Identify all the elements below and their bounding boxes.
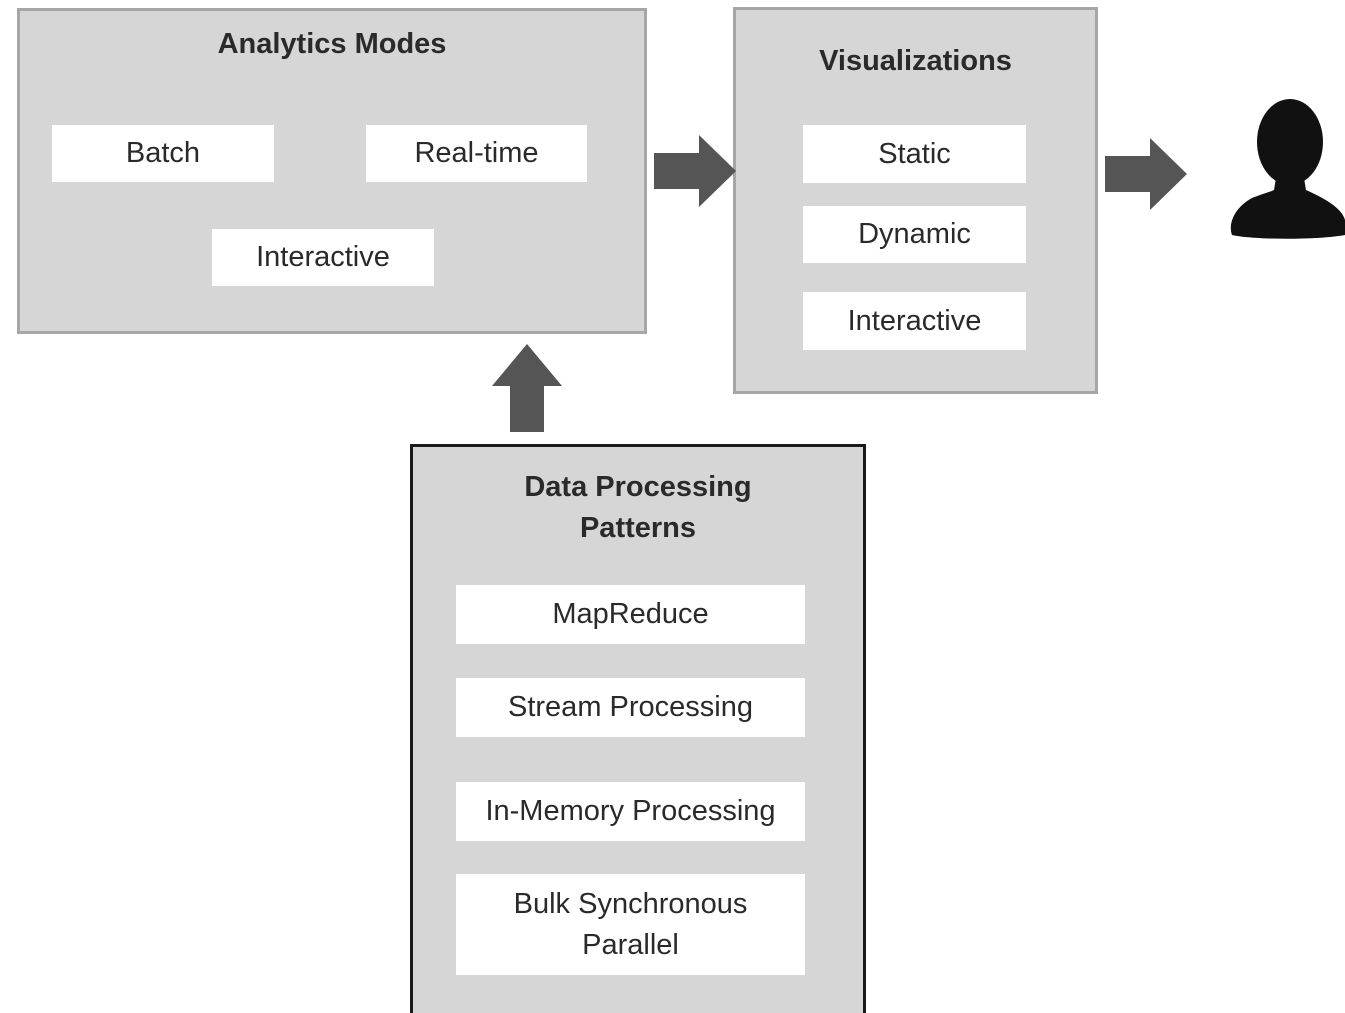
user-silhouette-icon — [1230, 99, 1345, 239]
arrow-right-shape — [654, 135, 736, 207]
pattern-stream-processing: Stream Processing — [456, 678, 805, 737]
mode-real-time: Real-time — [366, 125, 587, 182]
analytics-modes-panel: Analytics Modes Batch Real-time Interact… — [17, 8, 647, 334]
visualizations-title: Visualizations — [819, 45, 1012, 77]
mode-interactive: Interactive — [212, 229, 434, 286]
viz-static: Static — [803, 125, 1026, 183]
analytics-modes-title: Analytics Modes — [217, 28, 447, 60]
arrow-up-icon — [492, 344, 562, 432]
pattern-mapreduce: MapReduce — [456, 585, 805, 644]
arrow-right-shape — [1105, 138, 1187, 210]
data-processing-panel: Data Processing Patterns MapReduce Strea… — [410, 444, 866, 1013]
pattern-bulk-synchronous-parallel: Bulk Synchronous Parallel — [456, 874, 805, 975]
user-head — [1257, 99, 1323, 185]
arrow-right-icon — [1105, 138, 1187, 210]
viz-dynamic: Dynamic — [803, 206, 1026, 263]
viz-interactive: Interactive — [803, 292, 1026, 350]
mode-batch: Batch — [52, 125, 274, 182]
user-shoulders — [1230, 178, 1345, 239]
arrow-right-icon — [654, 135, 736, 207]
pattern-in-memory-processing: In-Memory Processing — [456, 782, 805, 841]
visualizations-panel: Visualizations Static Dynamic Interactiv… — [733, 7, 1098, 394]
arrow-up-shape — [492, 344, 562, 432]
data-processing-title: Data Processing Patterns — [524, 471, 752, 544]
